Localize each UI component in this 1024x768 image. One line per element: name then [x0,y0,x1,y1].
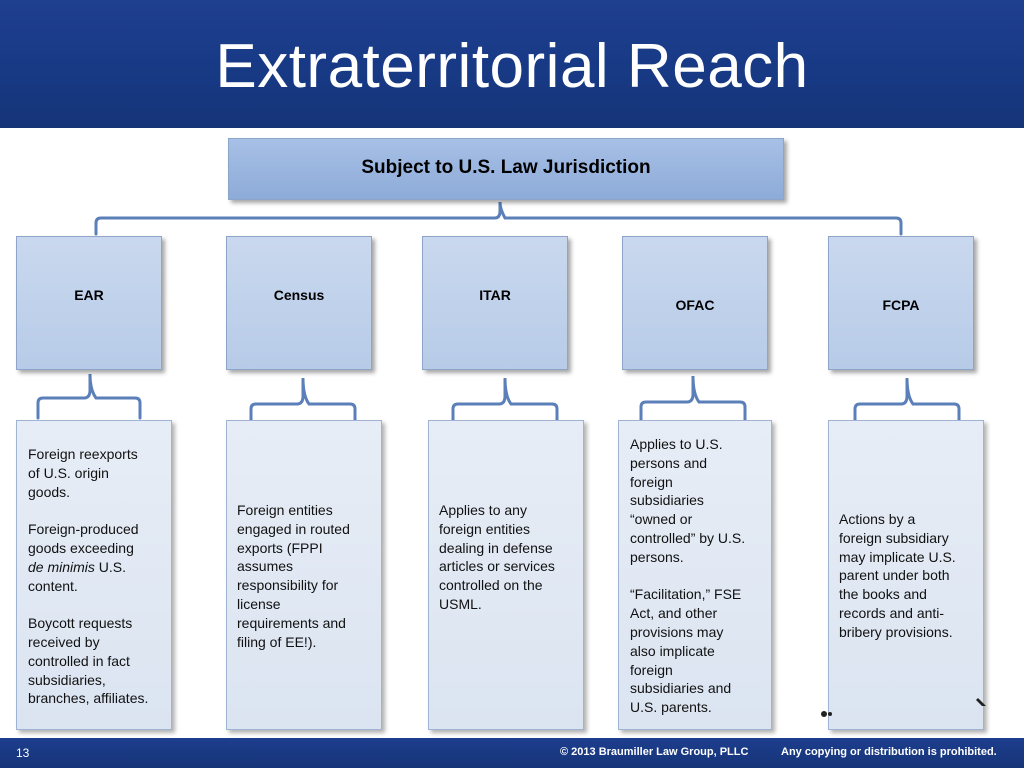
category-box-census: Census [226,236,372,370]
category-label-fcpa: FCPA [882,297,920,313]
copyright-notice: © 2013 Braumiller Law Group, PLLC [560,746,749,758]
ofac-text-facilitation: “Facilitation,” FSE Act, and other provi… [630,586,742,716]
ear-text-de-minimis: Foreign-produced goods exceeding de mini… [28,521,139,594]
census-brace [249,377,357,428]
fcpa-text: Actions by a foreign subsidiary may impl… [839,511,956,640]
ofac-brace [639,375,747,426]
category-label-ear: EAR [74,287,104,303]
page-number: 13 [16,746,30,760]
detail-box-fcpa: Actions by a foreign subsidiary may impl… [828,420,984,730]
ear-text-boycott: Boycott requests received by controlled … [28,615,149,707]
itar-brace [451,377,559,428]
detail-box-itar: Applies to any foreign entities dealing … [428,420,584,730]
ear-text-reexports: Foreign reexports of U.S. origin goods. [28,446,138,500]
category-label-census: Census [273,287,325,303]
ear-brace [36,373,142,420]
root-bracket [94,201,903,236]
detail-box-ear: Foreign reexports of U.S. origin goods. … [16,420,172,730]
census-text: Foreign entities engaged in routed expor… [237,502,350,650]
category-box-fcpa: FCPA [828,236,974,370]
detail-box-census: Foreign entities engaged in routed expor… [226,420,382,730]
ofac-text-applies: Applies to U.S. persons and foreign subs… [630,436,746,565]
slide-header: Extraterritorial Reach [0,0,1024,128]
category-box-itar: ITAR [422,236,568,370]
slide-title: Extraterritorial Reach [215,32,809,101]
category-box-ofac: OFAC [622,236,768,370]
detail-box-ofac: Applies to U.S. persons and foreign subs… [618,420,772,730]
slide-footer: 13 © 2013 Braumiller Law Group, PLLC Any… [0,738,1024,768]
jurisdiction-box: Subject to U.S. Law Jurisdiction [228,138,784,200]
ear-text-de-minimis-term: de minimis [28,558,95,575]
jurisdiction-label: Subject to U.S. Law Jurisdiction [361,157,651,178]
logo-mark [821,698,986,717]
category-box-ear: EAR [16,236,162,370]
distribution-notice: Any copying or distribution is prohibite… [781,746,997,758]
category-label-itar: ITAR [479,287,511,303]
category-label-ofac: OFAC [675,297,715,313]
itar-text: Applies to any foreign entities dealing … [439,502,555,612]
fcpa-brace [853,377,961,428]
